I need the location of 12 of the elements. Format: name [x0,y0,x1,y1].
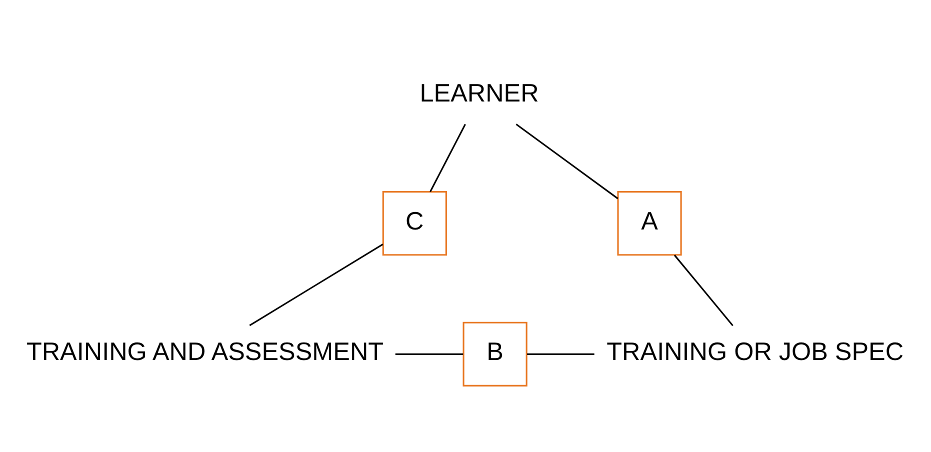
connector [395,352,464,354]
node-text: LEARNER [420,79,539,108]
connector [430,123,466,192]
node-text: TRAINING OR JOB SPEC [606,338,904,366]
connector [516,123,618,199]
node-text: TRAINING AND ASSESSMENT [26,338,384,366]
node-box: A [617,190,682,256]
node-box: C [382,190,447,256]
node-box: B [462,321,528,386]
connector [674,254,734,326]
connector [249,243,384,326]
connector [527,352,594,354]
